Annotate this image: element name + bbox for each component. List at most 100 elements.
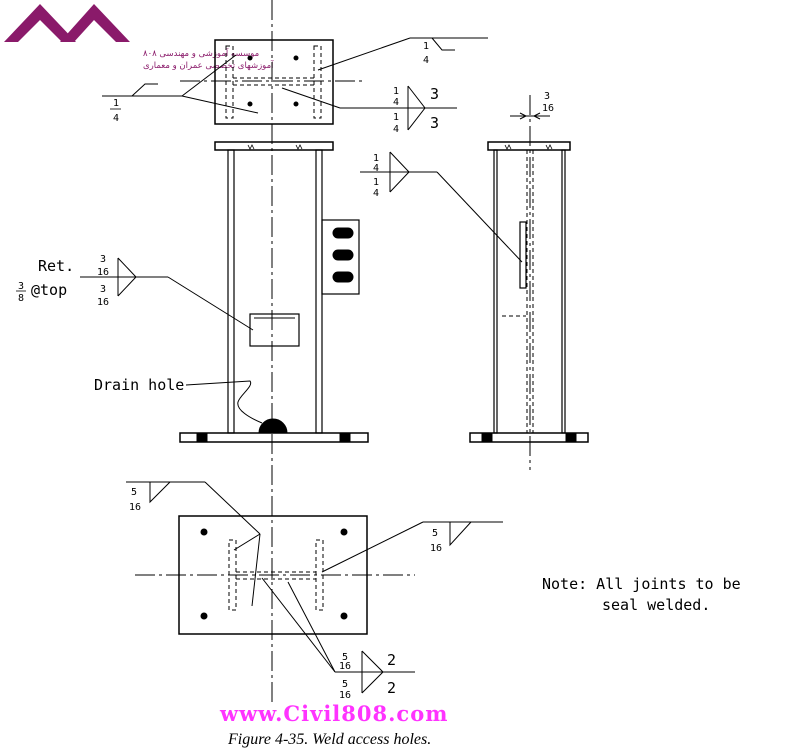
leader-line [181, 54, 237, 97]
cap-plate-elevation [214, 141, 334, 151]
top-plan-view [102, 37, 488, 131]
leader-line [181, 95, 259, 114]
weld-size-num: 5 [432, 528, 438, 539]
fillet-weld-symbol [449, 521, 472, 547]
dimension-num: 3 [544, 91, 550, 102]
weld-size-den: 16 [430, 543, 442, 554]
fillet-weld-symbol [431, 37, 455, 51]
leader-line [287, 581, 336, 673]
weld-size-num: 1 [373, 153, 379, 164]
weld-size-den: 4 [393, 97, 399, 108]
anchor-hole [340, 612, 348, 620]
figure-caption: Figure 4-35. Weld access holes. [227, 731, 431, 748]
leader-line [204, 481, 261, 535]
base-plate-side [469, 432, 589, 443]
logo-mark-left [4, 4, 76, 42]
weld-size-den: 16 [339, 661, 351, 672]
flange-left-dashed [228, 539, 237, 611]
bolt-hole [293, 101, 299, 107]
note-line-1: Note: All joints to be [542, 575, 741, 593]
weld-size-num: 3 [100, 284, 106, 295]
weld-length: 3 [430, 114, 439, 132]
fillet-weld-double-symbol [361, 650, 384, 694]
drain-hole-leader [185, 380, 263, 424]
weld-size-num: 1 [393, 112, 399, 123]
side-elevation-text: 1 4 1 4 3 16 [373, 91, 554, 199]
weld-mark [565, 433, 577, 442]
fillet-weld-double-symbol [389, 151, 410, 193]
weld-size-num: 3 [100, 254, 106, 265]
side-elevation [360, 95, 589, 470]
access-hole-cover-plate [249, 313, 300, 347]
leader-line [321, 521, 424, 573]
weld-length: 3 [430, 85, 439, 103]
bottom-plan-text: 5 16 5 16 5 16 5 16 2 2 [129, 487, 442, 701]
weld-size-den: 4 [393, 124, 399, 135]
bolt-hole [247, 55, 253, 61]
weld-mark [196, 433, 208, 442]
fillet-weld-double-symbol [407, 85, 426, 131]
seal-weld-note: Note: All joints to be seal welded. [542, 575, 741, 614]
dimension-den: 16 [542, 103, 554, 114]
top-plan-weld-text: 1 4 1 4 1 4 1 4 3 3 [110, 41, 439, 135]
connection-plate [321, 219, 360, 295]
connection-plate-side [519, 221, 527, 289]
logo-mark-right [60, 4, 130, 42]
leader-line [436, 171, 523, 263]
pitch-num: 3 [18, 281, 24, 292]
cap-plate-outline [214, 39, 334, 125]
note-line-2: seal welded. [602, 596, 710, 614]
weld-mark [247, 144, 303, 150]
weld-size-den: 16 [97, 267, 109, 278]
slotted-hole [332, 271, 354, 283]
leader-line [261, 577, 336, 673]
anchor-hole [200, 528, 208, 536]
leader-line [281, 87, 341, 109]
weld-size-num: 1 [373, 177, 379, 188]
slotted-hole [332, 249, 354, 261]
fillet-weld-symbol [131, 83, 158, 97]
fillet-weld-double-symbol [117, 257, 137, 297]
weld-size-den: 4 [373, 163, 379, 174]
drain-hole-label: Drain hole [94, 376, 184, 394]
leader-line [233, 533, 261, 551]
dimension-arrow [519, 112, 528, 120]
leader-line [167, 276, 254, 331]
weld-mark [481, 433, 493, 442]
cap-plate-side [487, 141, 571, 151]
logo-line-1: موسسه آموزشی و مهندسی ۸۰۸ [143, 47, 259, 59]
column-side-right [561, 149, 566, 434]
weld-mark [339, 433, 351, 442]
weld-size-den: 16 [129, 502, 141, 513]
slotted-hole [332, 227, 354, 239]
anchor-hole [340, 528, 348, 536]
weld-size-num: 5 [131, 487, 137, 498]
weld-length: 2 [387, 679, 396, 697]
leader-line [317, 37, 411, 71]
column-side-left [493, 149, 498, 434]
website-watermark: www.Civil808.com [219, 701, 448, 726]
bottom-plan-view [126, 481, 503, 694]
ret-label: Ret. [38, 257, 74, 275]
fillet-weld-symbol [149, 481, 171, 504]
bolt-hole [293, 55, 299, 61]
weld-size-num: 1 [113, 98, 119, 109]
dimension-arrow [532, 112, 541, 120]
leader-line [251, 533, 261, 607]
flange-left-dashed [225, 45, 234, 119]
front-elevation-text: Ret. 3 8 @top 3 16 3 16 Drain hole [16, 254, 184, 394]
company-logo: موسسه آموزشی و مهندسی ۸۰۸ آموزشهای تخصصی… [4, 4, 274, 71]
logo-line-2: آموزشهای تخصصی عمران و معماری [143, 59, 274, 71]
column-flange-left [227, 149, 235, 434]
weld-length: 2 [387, 651, 396, 669]
weld-size-num: 5 [342, 679, 348, 690]
weld-size-num: 1 [423, 41, 429, 52]
at-top-label: @top [31, 281, 67, 299]
weld-size-num: 1 [393, 86, 399, 97]
weld-mark [504, 144, 553, 150]
front-elevation [80, 141, 369, 443]
column-flange-right [315, 149, 323, 434]
flange-right-dashed [315, 539, 324, 611]
weld-size-num: 5 [342, 652, 348, 663]
